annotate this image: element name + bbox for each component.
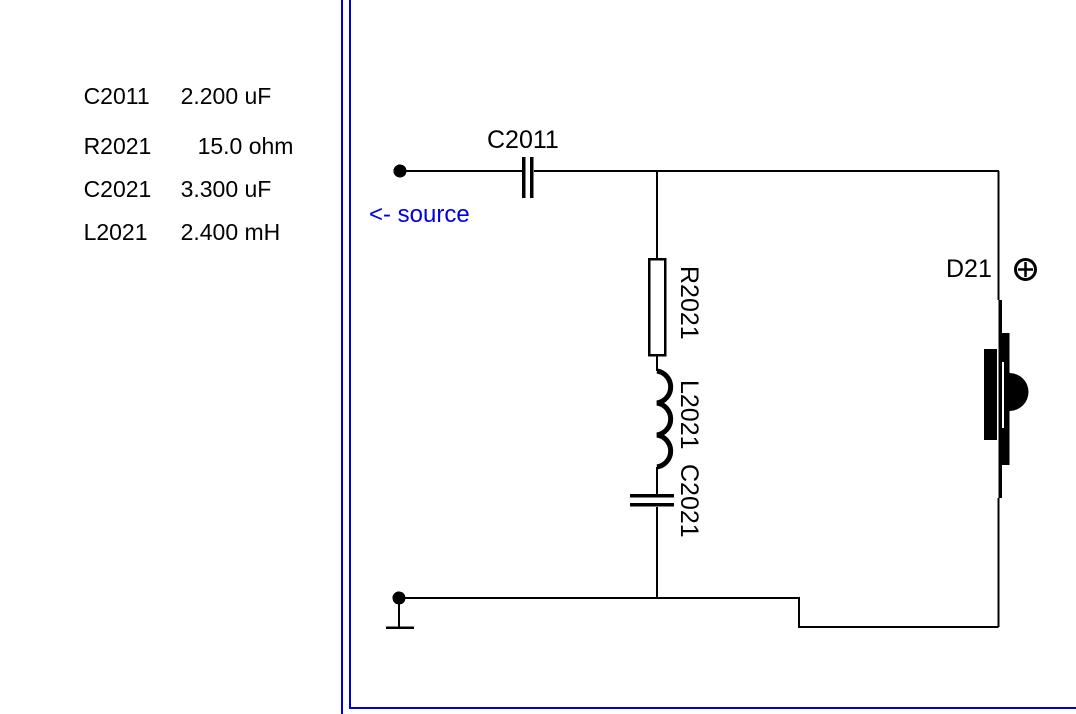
component-name: L2021 xyxy=(83,219,148,245)
resistor-symbol[interactable] xyxy=(647,257,667,357)
component-value[interactable]: 2.200 uF xyxy=(180,83,272,109)
component-value[interactable]: 15.0 ohm xyxy=(197,133,294,159)
ground-icon xyxy=(386,604,414,629)
source-annotation: <- source xyxy=(369,201,470,228)
schematic-panel-frame xyxy=(349,0,1076,709)
shunt-capacitor-label[interactable]: C2021 xyxy=(675,464,703,538)
component-row-l2021[interactable]: L2021 2.400 mH xyxy=(58,198,281,267)
series-capacitor-label[interactable]: C2011 xyxy=(487,126,559,154)
shunt-capacitor-symbol[interactable] xyxy=(630,493,674,507)
component-name: C2021 xyxy=(83,176,152,202)
component-value[interactable]: 2.400 mH xyxy=(180,219,281,245)
component-value[interactable]: 3.300 uF xyxy=(180,176,272,202)
speaker-driver-icon[interactable] xyxy=(984,300,1029,498)
driver-label[interactable]: D21 xyxy=(946,255,992,283)
series-capacitor-symbol[interactable] xyxy=(521,157,534,198)
terminal-dot-icon xyxy=(392,164,407,605)
inductor-symbol[interactable] xyxy=(656,368,674,470)
panel-divider xyxy=(341,0,343,714)
component-row-r2021[interactable]: R2021 15.0 ohm xyxy=(58,112,294,181)
component-row-c2021[interactable]: C2021 3.300 uF xyxy=(58,155,272,224)
bottom-wire xyxy=(399,597,999,628)
component-row-c2011[interactable]: C2011 2.200 uF xyxy=(58,62,272,131)
component-name: R2021 xyxy=(83,133,152,159)
component-value-list: C2011 2.200 uF R2021 15.0 ohm C2021 3.300 u… xyxy=(0,0,341,714)
plus-in-circle-icon xyxy=(1014,258,1037,281)
resistor-label[interactable]: R2021 xyxy=(675,266,703,340)
component-name: C2011 xyxy=(83,83,150,109)
inductor-label[interactable]: L2021 xyxy=(675,380,703,450)
